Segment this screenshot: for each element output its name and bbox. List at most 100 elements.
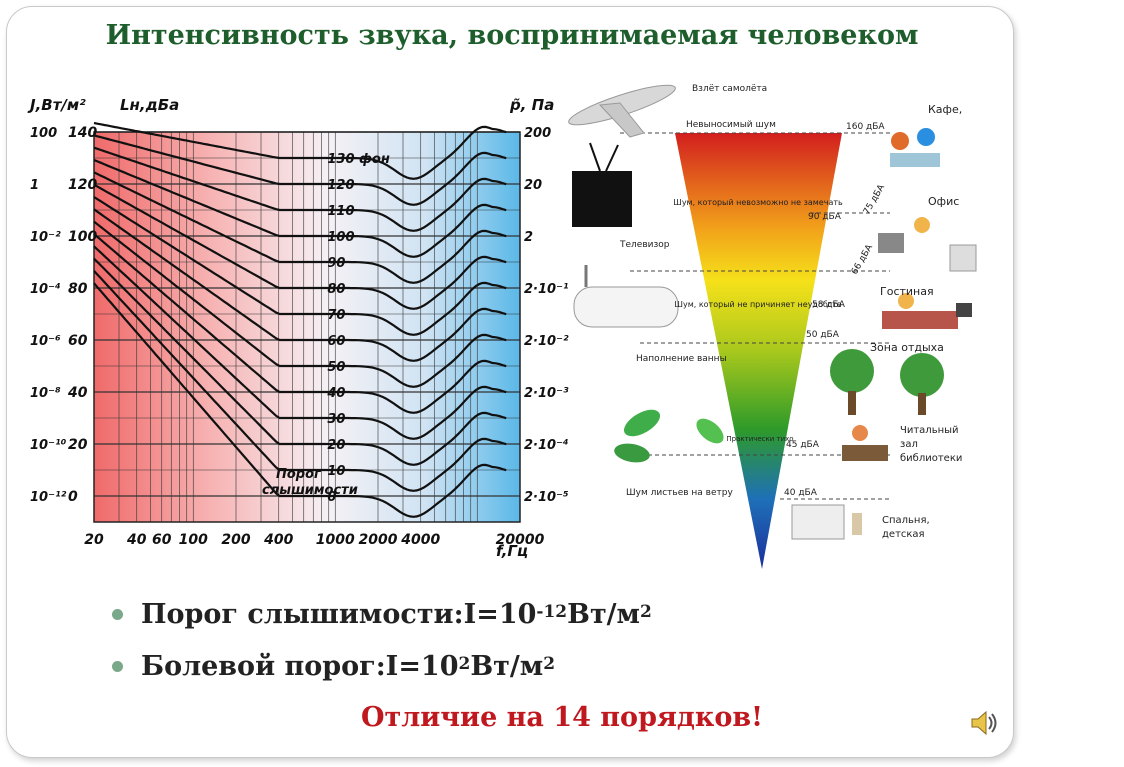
phon-curve xyxy=(93,282,507,518)
x-tick-label: 60 xyxy=(152,532,172,548)
level-58: 58 дБА xyxy=(812,300,846,310)
phon-curve xyxy=(93,183,507,310)
phon-curve xyxy=(93,245,507,440)
phon-curve xyxy=(93,208,507,362)
level-45: 45 дБА xyxy=(786,440,820,450)
phon-curve xyxy=(93,158,507,258)
bullet-label: Болевой порог: xyxy=(141,650,386,682)
phon-label: 60 xyxy=(327,334,345,349)
x-tick-label: 20 xyxy=(84,532,104,548)
axis-left-title: J,Вт/м² xyxy=(27,96,86,114)
phon-curve xyxy=(93,146,507,232)
intensity-tick-label: 10⁻⁴ xyxy=(30,282,61,297)
chart-background xyxy=(94,132,520,522)
airplane-icon xyxy=(568,84,676,138)
level-tick-label: 120 xyxy=(68,177,97,193)
leaves-caption: Шум листьев на ветру xyxy=(626,488,733,498)
phon-label: 0 xyxy=(327,490,336,505)
zone-top-label: Шум, который невозможно не замечать xyxy=(673,198,843,207)
bullet-var: I xyxy=(463,598,477,630)
pressure-tick-label: 200 xyxy=(524,126,551,141)
intensity-tick-label: 10⁻⁸ xyxy=(30,386,61,401)
bullet-unit: Вт/м xyxy=(470,650,544,682)
tv-icon xyxy=(572,142,632,227)
library-caption-2: зал xyxy=(900,439,918,450)
axis-level-title: Lн,дБа xyxy=(120,96,179,114)
intensity-tick-label: 10⁻¹² xyxy=(30,490,67,505)
bullet-exp: 2 xyxy=(458,654,471,674)
bullet-unit-exp: 2 xyxy=(640,602,652,622)
pressure-tick-label: 20 xyxy=(524,178,542,193)
bedroom-caption-2: детская xyxy=(882,529,925,540)
x-tick-label: 100 xyxy=(179,532,208,548)
x-tick-label: 2000 xyxy=(359,532,398,548)
phon-label: 50 xyxy=(327,360,345,375)
level-tick-label: 60 xyxy=(68,333,88,349)
pressure-tick-label: 2·10⁻⁵ xyxy=(524,490,569,505)
level-160: 160 дБА xyxy=(846,122,885,132)
x-tick-label: 4000 xyxy=(400,532,440,548)
phon-label: 80 xyxy=(327,282,345,297)
phon-curves xyxy=(93,121,507,518)
pressure-tick-label: 2·10⁻¹ xyxy=(524,282,569,297)
noise-funnel xyxy=(675,133,842,569)
phon-curve xyxy=(93,121,507,180)
chart-border xyxy=(93,131,521,523)
bullet-eq: =10 xyxy=(398,650,459,682)
living-room-caption: Гостиная xyxy=(880,285,934,298)
office-caption: Офис xyxy=(928,195,959,208)
speaker-icon[interactable] xyxy=(966,706,1000,740)
bullet-eq: =10 xyxy=(476,598,537,630)
intensity-tick-label: 1 xyxy=(30,178,39,193)
pressure-tick-label: 2 xyxy=(524,230,533,245)
level-tick-label: 20 xyxy=(68,437,88,453)
unbearable-noise-label: Невыносимый шум xyxy=(686,120,776,130)
phon-label: 90 xyxy=(327,256,345,271)
bullet-var: I xyxy=(385,650,399,682)
phon-label: 110 xyxy=(327,204,354,219)
office-scene-icon xyxy=(878,217,977,272)
phon-label: 40 xyxy=(326,386,345,401)
living-room-scene-icon xyxy=(882,293,972,329)
phon-label: 20 xyxy=(327,438,345,453)
bath-caption: Наполнение ванны xyxy=(636,354,727,364)
level-tick-label: 0 xyxy=(68,489,78,505)
phon-curve xyxy=(93,257,507,466)
level-40: 40 дБА xyxy=(784,488,818,498)
phon-label: 10 xyxy=(327,464,345,479)
level-tick-label: 100 xyxy=(68,229,97,245)
intensity-tick-label: 100 xyxy=(30,126,57,141)
bullet-dot xyxy=(112,608,123,620)
library-scene-icon xyxy=(842,425,888,461)
x-tick-label: 200 xyxy=(221,532,250,548)
x-tick-label: 20000 xyxy=(496,532,545,548)
phon-curve xyxy=(93,270,507,492)
leaves-icon xyxy=(614,409,724,463)
x-tick-label: 40 xyxy=(126,532,147,548)
bedroom-scene-icon xyxy=(791,504,862,540)
pressure-tick-label: 2·10⁻³ xyxy=(524,386,569,401)
pressure-tick-label: 2·10⁻² xyxy=(524,334,569,349)
phon-curve xyxy=(93,134,507,206)
phon-label: 100 xyxy=(327,230,354,245)
level-tick-label: 80 xyxy=(68,281,88,297)
rest-zone-caption: Зона отдыха xyxy=(870,341,944,354)
threshold-label-1: Порог xyxy=(276,467,322,482)
phon-curve xyxy=(93,220,507,388)
threshold-label-2: слышимости xyxy=(262,483,358,498)
phon-curve xyxy=(93,171,507,284)
intensity-tick-label: 10⁻⁶ xyxy=(30,334,61,349)
zone-mid-label: Шум, который не причиняет неудобств xyxy=(674,300,841,309)
phon-curve xyxy=(93,196,507,336)
library-caption-3: библиотеки xyxy=(900,453,962,464)
cafe-caption: Кафе, xyxy=(928,103,962,116)
x-tick-label: 400 xyxy=(263,532,293,548)
zone-low-label: Практически тихо xyxy=(726,435,793,443)
bathtub-icon xyxy=(573,265,679,328)
level-tick-label: 140 xyxy=(68,125,97,141)
library-caption-1: Читальный xyxy=(900,425,959,436)
